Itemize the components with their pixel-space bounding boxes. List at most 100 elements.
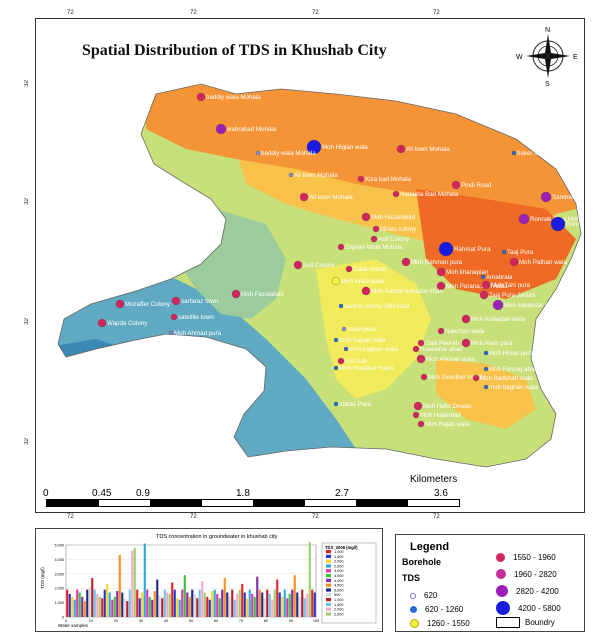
place-25[interactable]: Moh khanapian [436, 267, 489, 277]
place-55[interactable]: moh baghan wala [483, 384, 538, 391]
place-16[interactable]: Mines colony [372, 225, 417, 233]
place-26[interactable]: Amabrala [480, 274, 513, 281]
place-51[interactable]: Moh Geedher miani [333, 365, 393, 372]
place-14[interactable]: Ronnak Pura Mohala [550, 216, 584, 232]
borehole-marker[interactable] [509, 257, 519, 267]
borehole-marker[interactable] [333, 337, 339, 343]
borehole-marker[interactable] [343, 346, 349, 352]
borehole-marker[interactable] [492, 299, 504, 311]
borehole-marker[interactable] [331, 276, 341, 286]
place-40[interactable]: Islam pura [341, 326, 376, 333]
place-11[interactable]: Ali town Mohala [299, 192, 353, 202]
borehole-marker[interactable] [438, 241, 454, 257]
borehole-marker[interactable] [338, 303, 344, 309]
borehole-marker[interactable] [483, 366, 489, 372]
borehole-marker[interactable] [255, 150, 261, 156]
borehole-marker[interactable] [479, 290, 489, 300]
borehole-marker[interactable] [392, 190, 400, 198]
place-33[interactable]: sarfaraz town [171, 296, 219, 306]
place-39[interactable]: Moh Astaadan wala [461, 314, 526, 324]
borehole-marker[interactable] [196, 92, 206, 102]
borehole-marker[interactable] [436, 281, 446, 291]
place-31[interactable]: Moh Sardar bahadar khan [361, 286, 443, 296]
borehole-marker[interactable] [472, 374, 480, 382]
place-49[interactable]: Moh Ahcean wala [416, 354, 475, 364]
place-19[interactable]: Rahmat Pura [438, 241, 491, 257]
place-43[interactable]: Moh Sajran wala [333, 337, 386, 344]
borehole-marker[interactable] [417, 420, 425, 428]
borehole-marker[interactable] [231, 289, 241, 299]
borehole-marker[interactable] [288, 172, 294, 178]
place-35[interactable]: cannal colony JBD road [338, 303, 410, 310]
place-9[interactable]: Pindi Road [451, 180, 492, 190]
place-18[interactable]: Gajrian Wala Mohala [337, 243, 403, 251]
place-28[interactable]: Moh Purana Lari Adda [436, 281, 508, 291]
borehole-marker[interactable] [412, 345, 420, 353]
place-12[interactable]: Sandreal Chock [540, 191, 584, 203]
borehole-marker[interactable] [412, 411, 420, 419]
borehole-marker[interactable] [461, 314, 471, 324]
place-23[interactable]: Asif Colony [293, 260, 335, 270]
borehole-marker[interactable] [417, 339, 425, 347]
place-7[interactable]: Ali town Mohala [288, 172, 338, 179]
place-2[interactable]: wabrabad Mohala [215, 123, 277, 135]
place-30[interactable]: Moh Fazalabad [231, 289, 284, 299]
borehole-marker[interactable] [550, 216, 566, 232]
borehole-marker[interactable] [333, 401, 339, 407]
place-52[interactable]: Moh Farooq abad [483, 366, 538, 373]
place-36[interactable]: Moh sakandar abad [492, 299, 559, 311]
place-50[interactable]: Eid Gah [337, 357, 368, 365]
borehole-marker[interactable] [401, 257, 411, 267]
borehole-marker[interactable] [480, 274, 486, 280]
place-44[interactable]: Galli Peeran [417, 339, 460, 347]
borehole-marker[interactable] [337, 357, 345, 365]
borehole-marker[interactable] [416, 354, 426, 364]
borehole-marker[interactable] [170, 313, 178, 321]
borehole-marker[interactable] [168, 330, 174, 336]
place-58[interactable]: Moh Haderbad [412, 411, 461, 419]
place-34[interactable]: Mozaffer Colony [115, 299, 171, 309]
borehole-marker[interactable] [420, 373, 428, 381]
place-59[interactable]: Moh Rajab wala [417, 420, 470, 428]
borehole-marker[interactable] [337, 243, 345, 251]
borehole-marker[interactable] [215, 123, 227, 135]
place-29[interactable]: Moh Tahi pura [481, 280, 531, 290]
place-4[interactable]: baddiy wala Mohala [255, 150, 316, 157]
place-22[interactable]: Moh Pathan wala [509, 257, 567, 267]
place-56[interactable]: abbas Pura [333, 401, 371, 408]
borehole-marker[interactable] [372, 225, 380, 233]
borehole-marker[interactable] [306, 139, 322, 155]
borehole-marker[interactable] [451, 180, 461, 190]
borehole-marker[interactable] [97, 318, 107, 328]
place-41[interactable]: Naechan wala [437, 327, 485, 335]
borehole-marker[interactable] [461, 338, 471, 348]
place-8[interactable]: Kiza bad Mohala [357, 175, 412, 183]
borehole-marker[interactable] [540, 191, 552, 203]
borehole-marker[interactable] [518, 213, 530, 225]
borehole-marker[interactable] [501, 249, 507, 255]
place-10[interactable]: Hadaeta Bad Mohala [392, 190, 459, 198]
place-47[interactable]: moh baghan wala [343, 346, 398, 353]
place-17[interactable]: Asif Colony [370, 235, 410, 243]
borehole-marker[interactable] [437, 327, 445, 335]
place-24[interactable]: Gaila mandi [345, 265, 386, 273]
borehole-marker[interactable] [171, 296, 181, 306]
borehole-marker[interactable] [361, 212, 371, 222]
place-57[interactable]: Moh Hafiz Dewan [413, 401, 472, 411]
place-38[interactable]: Wapda Colony [97, 318, 148, 328]
borehole-marker[interactable] [341, 326, 347, 332]
borehole-marker[interactable] [483, 384, 489, 390]
place-20[interactable]: Taaj Pura [501, 249, 534, 256]
borehole-marker[interactable] [361, 286, 371, 296]
place-27[interactable]: Moh Wazirabad [331, 276, 385, 286]
place-15[interactable]: Moh Hazarabad [361, 212, 416, 222]
borehole-marker[interactable] [333, 365, 339, 371]
borehole-marker[interactable] [299, 192, 309, 202]
place-1[interactable]: baddiy wala Mohala [196, 92, 261, 102]
place-42[interactable]: Moh Ahmad pura [168, 330, 222, 337]
place-3[interactable]: Moh Higian wala [306, 139, 368, 155]
borehole-marker[interactable] [511, 150, 517, 156]
place-53[interactable]: Moh Geedher miani [420, 373, 482, 381]
place-37[interactable]: satellite town [170, 313, 214, 321]
